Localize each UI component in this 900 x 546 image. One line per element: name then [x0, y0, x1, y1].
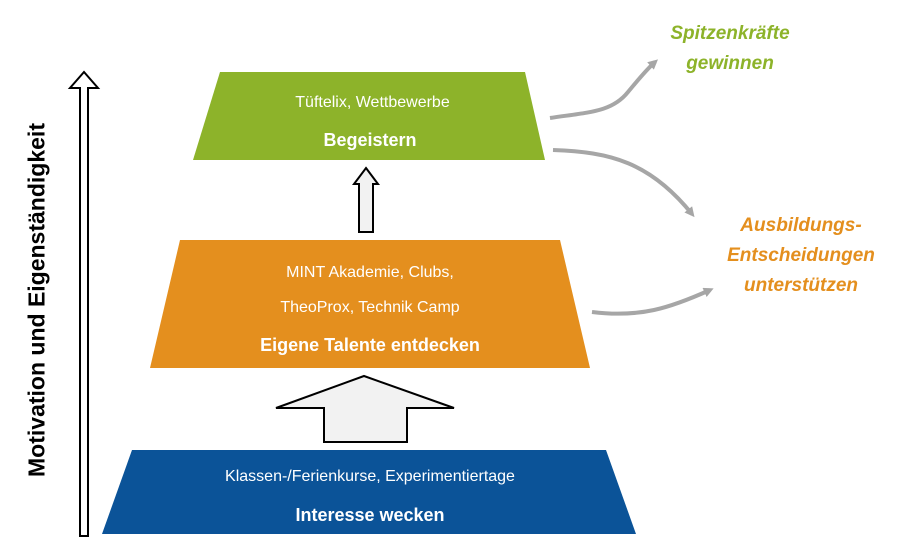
connector-arrow-top-to-spitzen — [549, 59, 658, 120]
axis-label-motivation: Motivation und Eigenständigkeit — [23, 123, 50, 477]
block-arrow-large — [275, 374, 455, 443]
outcome-ausbildung-line2: Entscheidungen — [727, 245, 875, 266]
outcome-spitzenkraefte-line1: Spitzenkräfte — [670, 23, 790, 44]
outcome-spitzenkraefte: Spitzenkräfte gewinnen — [640, 19, 820, 79]
outcome-ausbildung-line1: Ausbildungs- — [740, 215, 862, 236]
tier-top-title: Begeistern — [323, 130, 417, 150]
tier-bottom-subtitle: Klassen-/Ferienkurse, Experimentiertage — [225, 468, 515, 485]
tier-middle-shape — [150, 240, 590, 368]
vertical-up-arrow — [67, 70, 101, 537]
tier-top-shape — [193, 72, 545, 160]
outcome-ausbildung-line3: unterstützen — [744, 275, 858, 296]
outcome-ausbildung: Ausbildungs- Entscheidungen unterstützen — [706, 211, 896, 301]
tier-middle-subtitle-line1: MINT Akademie, Clubs, — [286, 264, 454, 281]
tier-bottom-shape — [102, 450, 636, 534]
outcome-spitzenkraefte-line2: gewinnen — [686, 53, 774, 74]
block-arrow-small — [352, 166, 380, 233]
tier-bottom-title: Interesse wecken — [295, 505, 445, 525]
tier-middle-subtitle-line2: TheoProx, Technik Camp — [280, 299, 460, 316]
connector-arrow-top-to-ausbildung — [552, 148, 695, 218]
connector-arrow-middle-to-ausbildung — [591, 287, 714, 316]
tier-middle-title: Eigene Talente entdecken — [260, 335, 480, 355]
tier-top-subtitle: Tüftelix, Wettbewerbe — [295, 94, 450, 111]
